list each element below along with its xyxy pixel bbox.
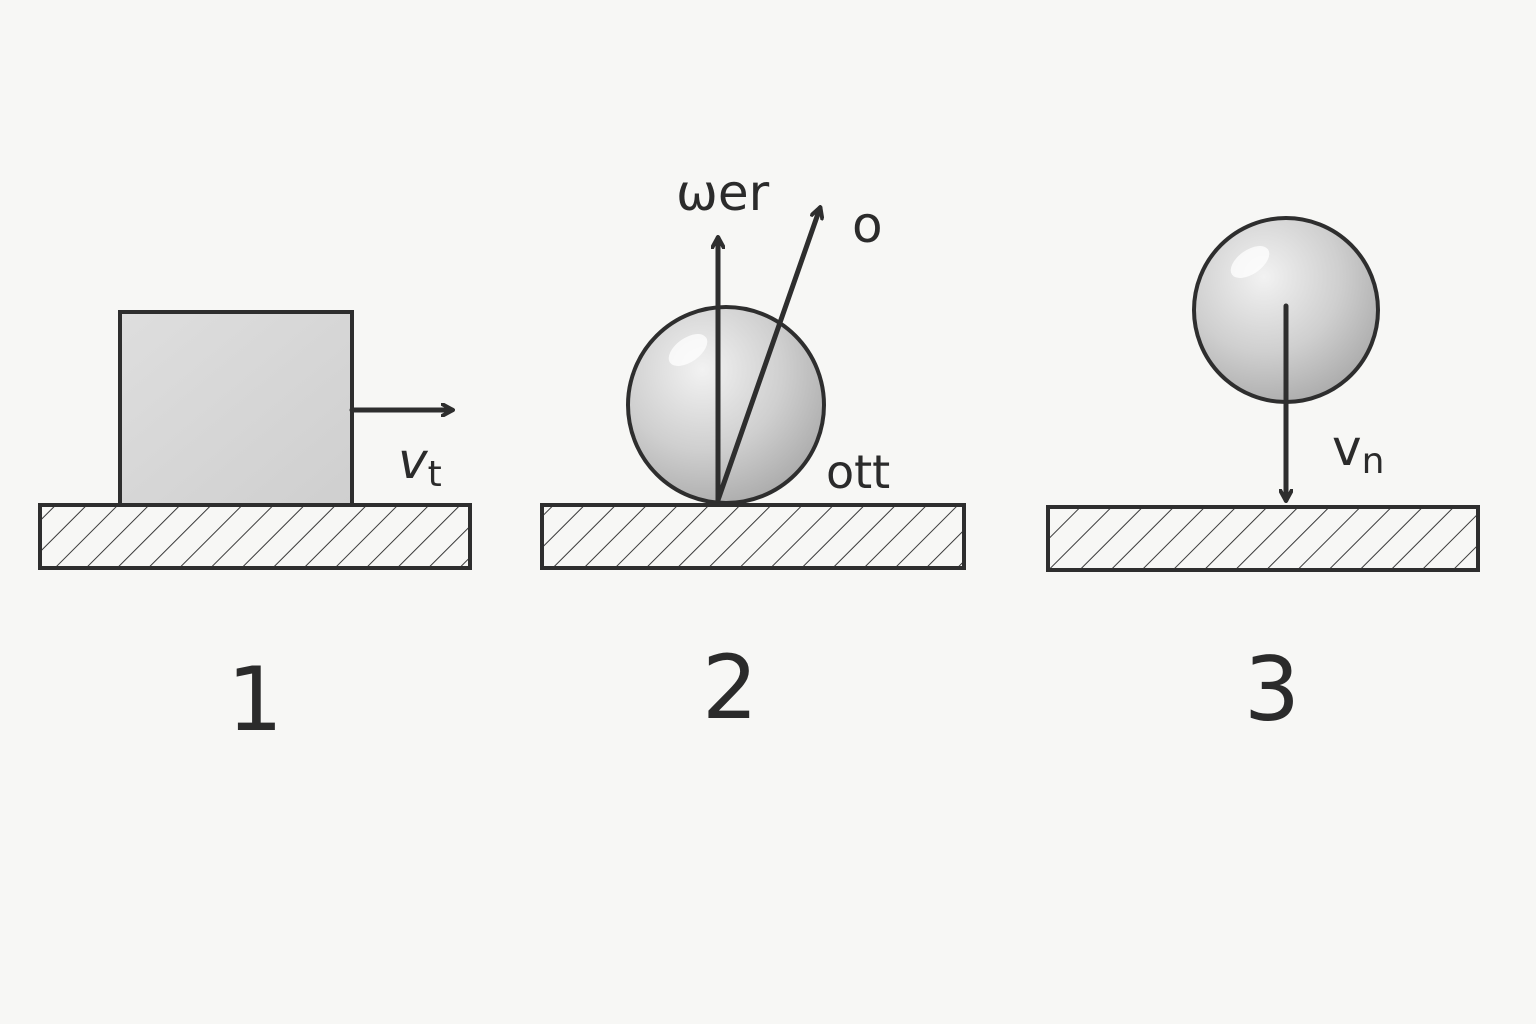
- panel-number-2: 2: [702, 636, 758, 739]
- ground-surface-1: [38, 503, 472, 570]
- panel-3: vn 3: [1046, 216, 1480, 741]
- vertical-arrow-label: ωer: [676, 164, 770, 222]
- tangential-velocity-label: vt: [398, 432, 442, 495]
- ball-highlight-3: [1230, 246, 1270, 278]
- panel-2: ωer o ott 2: [540, 164, 966, 739]
- ball-highlight-2: [668, 334, 708, 366]
- contact-point-label: ott: [826, 445, 890, 499]
- ground-surface-3: [1046, 505, 1480, 572]
- angled-arrow-label: o: [852, 196, 883, 254]
- panel-number-3: 3: [1244, 638, 1300, 741]
- panel-number-1: 1: [227, 648, 283, 751]
- normal-velocity-label: vn: [1332, 419, 1384, 482]
- panel-1: vt 1: [38, 310, 472, 751]
- ground-surface-2: [540, 503, 966, 570]
- sliding-block: [118, 310, 354, 507]
- angled-arrow: [715, 208, 820, 503]
